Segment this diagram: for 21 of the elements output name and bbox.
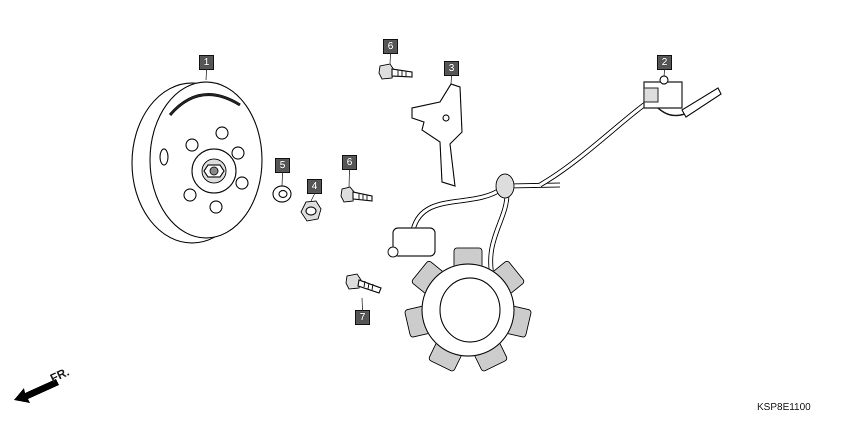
callout-number: 5 [275,158,290,173]
leader-line [450,76,452,84]
leader-line [310,194,315,202]
callout-number: 1 [199,55,214,70]
callout-number: 2 [657,55,672,70]
bolt-drawing [340,185,374,205]
callout-number: 6 [342,155,357,170]
nut-drawing [300,200,322,222]
callout-number: 7 [355,310,370,325]
drawing-code: KSP8E1100 [757,402,811,413]
washer-drawing [272,185,292,203]
leader-line [282,172,283,186]
bolt-drawing [378,62,414,82]
callout-number: 4 [307,179,322,194]
callout-number: 6 [383,39,398,54]
leader-line [348,170,350,188]
leader-line [390,54,391,64]
callout-number: 3 [444,61,459,76]
leader-line [362,298,363,310]
direction-label: FR. [48,364,72,386]
leader-line [206,70,207,80]
